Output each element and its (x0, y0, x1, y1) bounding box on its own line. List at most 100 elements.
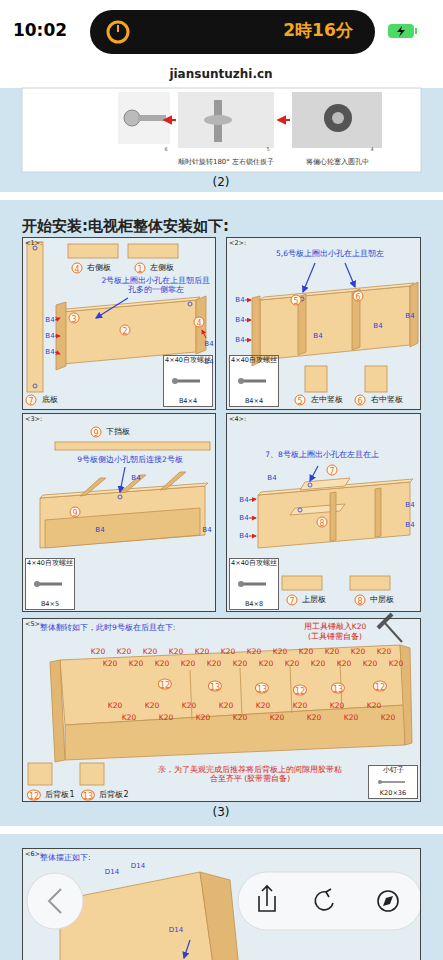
fastener-code: K20 (273, 648, 287, 657)
wood-board (375, 488, 381, 537)
photo-number: 4 (370, 147, 373, 153)
hole-mark (308, 483, 312, 487)
browser-toolbar (378, 891, 398, 911)
wood-board (190, 661, 342, 720)
hole-mark (33, 384, 37, 388)
background (0, 200, 443, 826)
screw-head (378, 780, 382, 784)
step-number: <3>: (25, 415, 42, 423)
url-text: jiansuntuzhi.cn (169, 68, 272, 82)
hammer (378, 614, 392, 628)
photo (124, 110, 140, 126)
hardware-spec: 4×40自攻螺丝 (231, 560, 277, 567)
direction-arrow (303, 263, 315, 292)
photo-number: 5 (266, 147, 269, 153)
figure-number: (2) (213, 176, 230, 190)
fastener-code: K20 (389, 660, 403, 669)
hole-mark (118, 495, 122, 499)
callout-number: 4 (72, 263, 83, 274)
callout-number: 7 (287, 595, 298, 606)
screw-head (238, 378, 244, 384)
panel-ground (22, 618, 421, 802)
fastener-code: B4 (204, 358, 213, 366)
screw-head (34, 581, 40, 587)
hole-mark (188, 302, 192, 306)
fastener-code: B4 (267, 474, 276, 482)
part-name: 下挡板 (106, 427, 130, 436)
callout-number: 7 (327, 465, 338, 476)
fastener-code: K20 (143, 648, 157, 657)
hardware-spec: 小钉子 (383, 767, 404, 774)
wood-board (128, 244, 178, 258)
fastener-code: K20 (344, 714, 358, 723)
direction-arrow (345, 263, 355, 287)
browser-toolbar (27, 872, 422, 930)
photo (204, 115, 232, 125)
photo (278, 119, 290, 121)
status-bar (397, 26, 405, 37)
screw-icon (242, 583, 266, 586)
hammer (384, 622, 402, 642)
fastener-code: K20 (182, 702, 196, 711)
wood-board (282, 576, 322, 590)
part-name: 上层板 (302, 595, 326, 604)
wood-board (80, 478, 106, 496)
wood-board (60, 645, 405, 725)
fastener-code: K20 (108, 702, 122, 711)
photo (292, 92, 382, 148)
hardware-box-ground (25, 355, 418, 799)
fastener-arrow (55, 336, 60, 337)
fastener-code: K20 (363, 660, 377, 669)
fastener-code: K20 (129, 660, 143, 669)
fastener-code: K20 (233, 660, 247, 669)
screw-head (172, 378, 178, 384)
hardware-box-ground (229, 558, 279, 610)
fastener-code: K20 (381, 714, 395, 723)
fastener-code: K20 (325, 648, 339, 657)
status-bar (117, 25, 119, 32)
fastener-code: K20 (299, 648, 313, 657)
browser-toolbar (383, 896, 393, 906)
step-panel: <6>: (22, 848, 421, 960)
tool-note: (工具锤需自备) (308, 633, 362, 642)
fastener-arrow (249, 518, 256, 519)
callout-number: 6 (353, 291, 364, 302)
fastener-code: B4 (239, 514, 248, 522)
fastener-code: B4 (405, 501, 414, 509)
fastener-code: B4 (239, 532, 248, 540)
photo-number: 6 (164, 147, 167, 153)
fastener-code: K20 (169, 648, 183, 657)
fastener-code: K20 (196, 714, 210, 723)
fastener-code: K20 (293, 702, 307, 711)
section-title: 开始安装:电视柜整体安装如下: (22, 218, 229, 235)
photo (118, 92, 382, 148)
screw-icon (38, 381, 405, 782)
timer-text: 2時16分 (283, 21, 353, 41)
callout-number: 4 (194, 317, 205, 328)
fastener-code: B4 (45, 348, 54, 356)
browser-toolbar (49, 889, 61, 913)
screw-icon (242, 380, 266, 383)
callout-number: 8 (317, 517, 328, 528)
figure-number: (3) (213, 806, 230, 820)
panel-ground (22, 237, 216, 410)
fastener-code: K20 (337, 660, 351, 669)
assembly-note: 7、8号板上圈出小孔在左且在上 (247, 451, 397, 460)
fastener-arrow (202, 330, 206, 338)
step-number: <2>: (229, 239, 246, 247)
browser-toolbar (238, 872, 422, 930)
fastener-code: B4 (235, 296, 244, 304)
callout-number: 3 (69, 313, 80, 324)
fastener-code: D14 (131, 862, 145, 870)
fastener-code: K20 (259, 660, 273, 669)
hardware-box: 小钉子K20×36 (368, 765, 418, 799)
tool-note: 用工具锤敲入K20 (304, 623, 366, 632)
panel-ground (22, 848, 421, 960)
assembly-note: 2号板上圈出小孔在上且朝后且孔多的一侧靠左 (101, 277, 211, 294)
part-name: 右中竖板 (371, 395, 403, 404)
panel-ground (22, 413, 216, 612)
fastener-code: K20 (270, 714, 284, 723)
photo (324, 104, 352, 132)
fastener-code: K20 (122, 714, 136, 723)
photo-caption: 顺时针旋转180° 左右锁住扳子 (178, 158, 274, 166)
